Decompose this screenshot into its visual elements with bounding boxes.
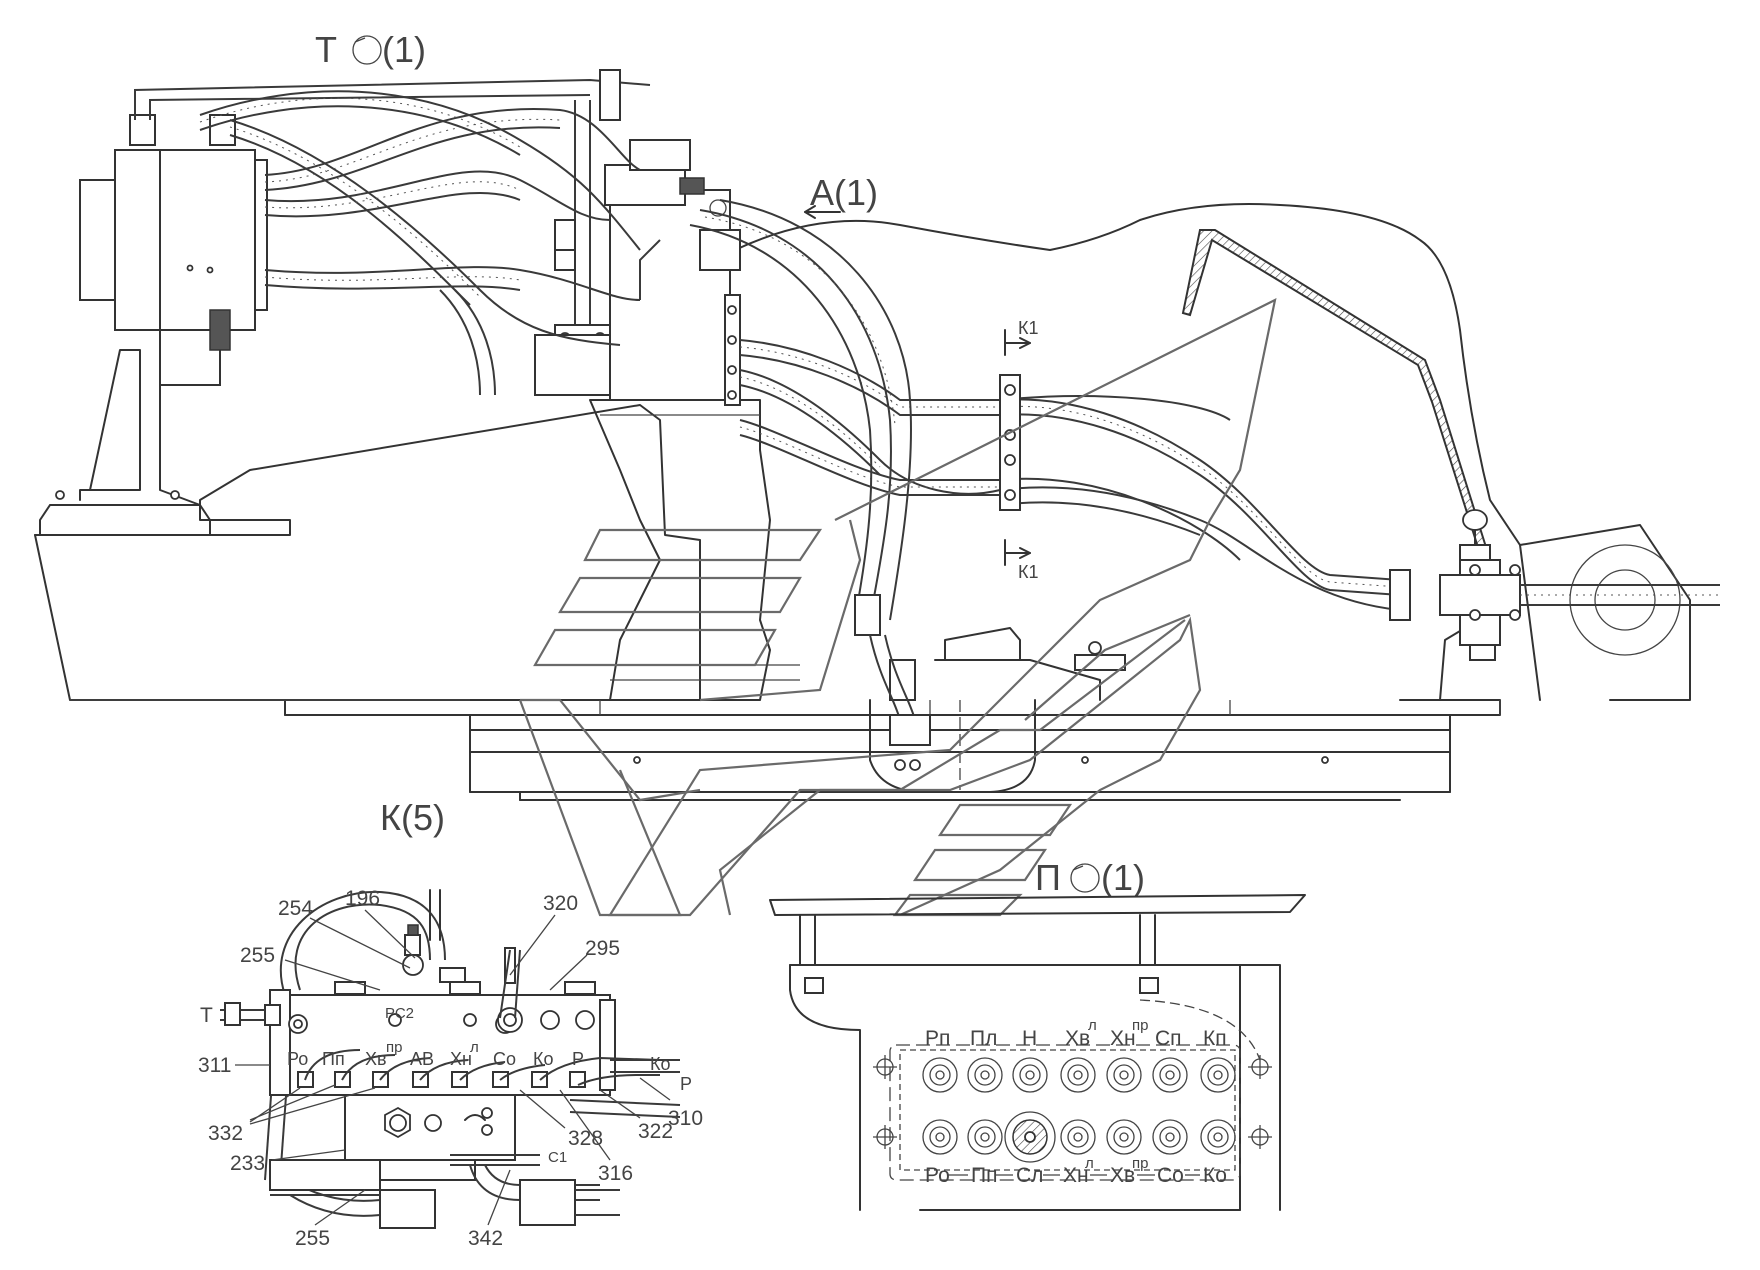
panel-top-sup-4: л	[1088, 1017, 1097, 1034]
callout-255-bottom: 255	[295, 1227, 330, 1250]
rotation-circle-icon	[1070, 863, 1100, 893]
view-title-T-sheet: (1)	[382, 29, 426, 70]
view-title-P-letter: П	[1035, 857, 1061, 898]
panel-bottom-label-6: Со	[1157, 1164, 1184, 1187]
callout-255-top: 255	[240, 944, 275, 967]
panel-bottom-label-4: Хн	[1063, 1164, 1089, 1187]
center-pipes	[134, 69, 741, 406]
panel-top-label-4: Хв	[1065, 1027, 1090, 1050]
view-title-P: П (1)	[1035, 857, 1145, 898]
port-fittings	[297, 1049, 661, 1088]
callout-311: 311	[198, 1054, 231, 1077]
port-sup-Xn: л	[470, 1039, 479, 1056]
connector-top-1	[922, 1057, 958, 1093]
connector-bottom-4	[1060, 1119, 1096, 1155]
left-distributor	[39, 114, 268, 536]
view-title-A-text: А(1)	[810, 172, 878, 213]
view-title-A: А(1)	[804, 172, 878, 219]
view-P-panel: Рп Пл Н Хв л Хн пр Сп Кп Ро Пп Сл Хн л Х…	[769, 894, 1306, 1211]
callouts: 254 196 320 295 255 311 332 233 255 342 …	[198, 887, 703, 1250]
callout-332: 332	[208, 1122, 243, 1145]
port-label-AB: АВ	[410, 1049, 434, 1069]
watermark-logo	[518, 298, 1277, 917]
panel-bottom-label-3: Сл	[1016, 1164, 1043, 1187]
section-marks: К1 К1	[1004, 318, 1039, 582]
connector-bottom-6	[1152, 1119, 1188, 1155]
section-mark-top: К1	[1018, 318, 1039, 338]
panel-bottom-label-2: Пп	[971, 1164, 997, 1187]
connector-bottom-5	[1106, 1119, 1142, 1155]
view-title-T: Т (1)	[315, 29, 426, 70]
panel-bottom-sup-5: пр	[1132, 1155, 1148, 1172]
panel-bottom-label-5: Хв	[1110, 1164, 1135, 1187]
view-title-T-letter: Т	[315, 29, 337, 70]
connector-bottom-7	[1200, 1119, 1236, 1155]
connector-top-7	[1200, 1057, 1236, 1093]
valve-label-Ko: Ко	[650, 1054, 671, 1074]
view-title-P-sheet: (1)	[1101, 857, 1145, 898]
callout-322: 322	[638, 1120, 673, 1143]
callout-295: 295	[585, 937, 620, 960]
valve-label-C1: С1	[548, 1149, 567, 1166]
connector-top-4	[1060, 1057, 1096, 1093]
panel-mount-holes	[873, 1055, 1272, 1149]
port-sup-Xv: пр	[386, 1039, 402, 1056]
callout-310: 310	[668, 1107, 703, 1130]
panel-top-label-5: Хн	[1110, 1027, 1136, 1050]
connector-bottom-2	[967, 1119, 1003, 1155]
panel-top-label-6: Сп	[1155, 1027, 1182, 1050]
port-label-Ro: Ро	[287, 1049, 308, 1069]
panel-bottom-label-1: Ро	[925, 1164, 950, 1187]
port-label-Co: Со	[493, 1049, 516, 1069]
port-label-Ko: Ко	[533, 1049, 554, 1069]
valve-label-T: Т	[200, 1004, 213, 1027]
port-label-Xn: Хн	[450, 1049, 472, 1069]
main-view: К1 К1 Т (1) А(1) К(5) П	[34, 29, 1720, 898]
connector-top-2	[967, 1057, 1003, 1093]
view-K-valve-block: Т РС2 Ко Р С1 Ро Пп Хв пр АВ Хн л Со Ко …	[198, 887, 703, 1250]
callout-328: 328	[568, 1127, 603, 1150]
view-arrow-icon	[804, 205, 841, 219]
valve-label-P: Р	[680, 1074, 692, 1094]
valve-port-labels: Ро Пп Хв пр АВ Хн л Со Ко Р	[287, 1039, 584, 1069]
section-mark-bottom: К1	[1018, 562, 1039, 582]
base-frame	[34, 203, 1691, 801]
connector-bottom-3	[1004, 1111, 1056, 1163]
panel-bottom-sup-4: л	[1085, 1155, 1094, 1172]
view-title-K: К(5)	[380, 797, 445, 838]
callout-233: 233	[230, 1152, 265, 1175]
panel-connectors-top	[922, 1057, 1236, 1093]
panel-top-label-3: Н	[1022, 1027, 1037, 1050]
port-label-Pp: Пп	[322, 1049, 345, 1069]
panel-top-label-1: Рп	[925, 1027, 950, 1050]
callout-254: 254	[278, 897, 313, 920]
hose-bundle	[199, 90, 1720, 771]
panel-labels-top: Рп Пл Н Хв л Хн пр Сп Кп	[925, 1017, 1227, 1050]
panel-connectors-bottom	[922, 1111, 1236, 1163]
port-label-Xv: Хв	[365, 1049, 387, 1069]
connector-bottom-1	[922, 1119, 958, 1155]
connector-top-3	[1012, 1057, 1048, 1093]
port-label-P: Р	[572, 1049, 584, 1069]
panel-bottom-label-7: Ко	[1203, 1164, 1227, 1187]
panel-top-sup-5: пр	[1132, 1017, 1148, 1034]
callout-320: 320	[543, 892, 578, 915]
panel-top-label-7: Кп	[1203, 1027, 1227, 1050]
panel-labels-bottom: Ро Пп Сл Хн л Хв пр Со Ко	[925, 1155, 1227, 1187]
panel-top-label-2: Пл	[970, 1027, 997, 1050]
callout-342: 342	[468, 1227, 503, 1250]
valve-label-PC2: РС2	[385, 1005, 414, 1022]
connector-top-6	[1152, 1057, 1188, 1093]
rotation-circle-icon	[352, 35, 382, 65]
connector-top-5	[1106, 1057, 1142, 1093]
callout-196: 196	[345, 887, 380, 910]
callout-316: 316	[598, 1162, 633, 1185]
